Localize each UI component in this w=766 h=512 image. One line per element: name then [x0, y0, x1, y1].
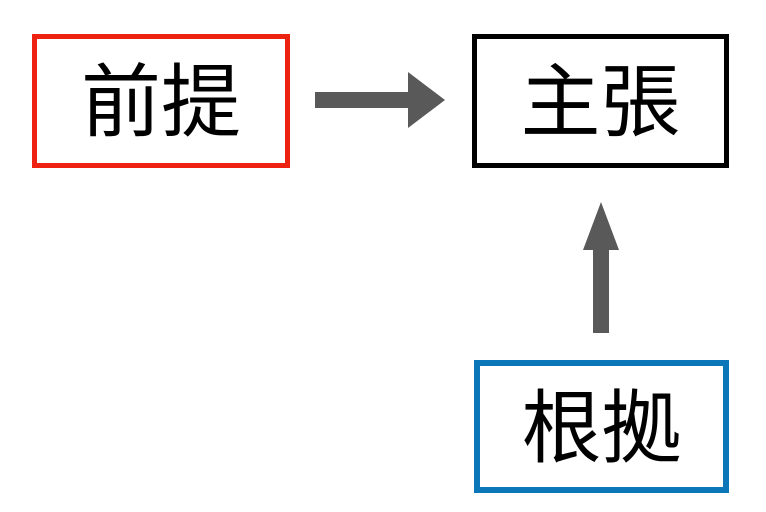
arrow-premise-to-claim-icon	[315, 72, 445, 128]
node-grounds[interactable]: 根拠	[474, 360, 729, 493]
node-premise[interactable]: 前提	[32, 34, 290, 168]
node-claim-label: 主張	[520, 56, 681, 149]
node-grounds-label: 根拠	[521, 381, 682, 475]
node-claim[interactable]: 主張	[472, 34, 729, 168]
arrow-grounds-to-claim-icon	[583, 202, 619, 333]
node-premise-label: 前提	[81, 56, 241, 149]
